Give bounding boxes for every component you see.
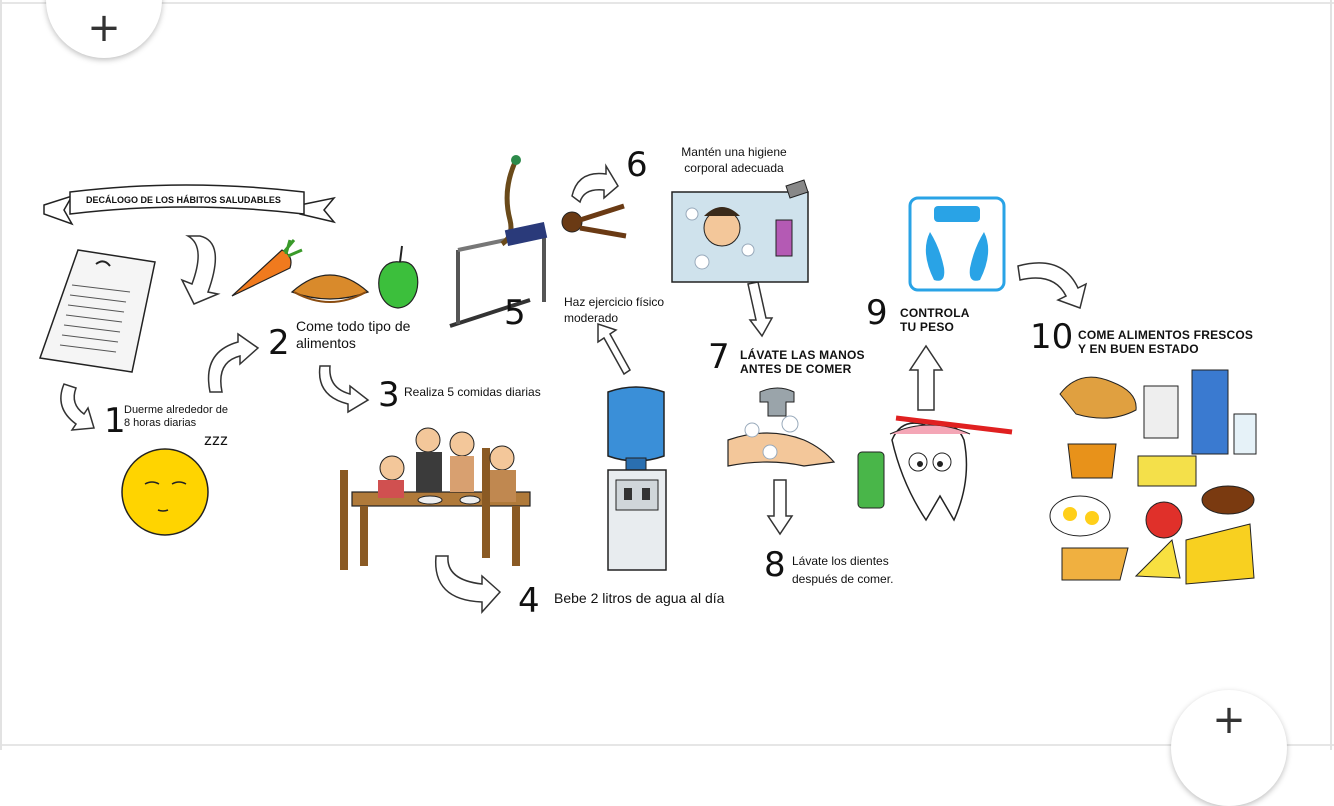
habit-7-number: 7 [708,337,730,377]
family-table-icon [340,427,531,570]
left-border [0,0,2,750]
habit-10-text: COME ALIMENTOS FRESCOS Y EN BUEN ESTADO [1078,328,1254,356]
pie-icon [290,274,370,303]
carrot-icon [231,239,303,297]
handwash-icon [727,387,836,467]
habit-8-number: 8 [764,545,786,585]
habit-9-number: 9 [866,293,888,333]
habit-10-number: 10 [1030,317,1074,357]
canvas: DECÁLOGO DE LOS HÁBITOS SALUDABLES 1 Due… [0,0,1334,750]
bottom-divider [0,744,1334,746]
banner-title: DECÁLOGO DE LOS HÁBITOS SALUDABLES [86,195,281,205]
habit-5-text: Haz ejercicio físico moderado [564,295,665,325]
habit-8-text: Lávate los dientes después de comer. [792,554,894,586]
habit-1-text: Duerme alrededor de 8 horas diarias [124,404,228,429]
scale-icon [908,196,1006,292]
plus-icon: + [87,5,121,51]
habit-5-number: 5 [504,293,526,333]
habit-2-number: 2 [268,323,290,363]
right-border [1330,0,1332,750]
moon-face-icon [121,448,209,536]
habit-4-text: Bebe 2 litros de agua al día [554,590,725,606]
banner-ribbon [43,184,337,226]
list-icon [38,249,156,373]
habit-9-text: CONTROLA TU PESO [900,306,970,334]
add-button-bottom[interactable]: + [1171,690,1287,806]
habit-4-number: 4 [518,581,540,621]
habit-7-text: LÁVATE LAS MANOS ANTES DE COMER [740,348,865,376]
apple-icon [378,245,419,309]
water-cooler-icon [607,386,667,571]
top-divider [0,2,1334,4]
habits-illustration [38,155,1257,614]
tooth-icon [857,415,1013,522]
habit-1-number: 1 [104,401,126,441]
arrow-icon [60,163,1088,614]
food-icon [1049,369,1257,585]
habit-2-text: Come todo tipo de alimentos [296,318,411,351]
sleep-zzz: zzz [204,432,228,449]
shower-icon [671,179,809,283]
habit-3-text: Realiza 5 comidas diarias [404,385,541,399]
habit-6-number: 6 [626,145,648,185]
habit-3-number: 3 [378,375,400,415]
habit-6-text: Mantén una higiene corporal adecuada [681,145,787,175]
gymnast-icon [449,155,627,328]
plus-icon: + [1212,697,1246,743]
